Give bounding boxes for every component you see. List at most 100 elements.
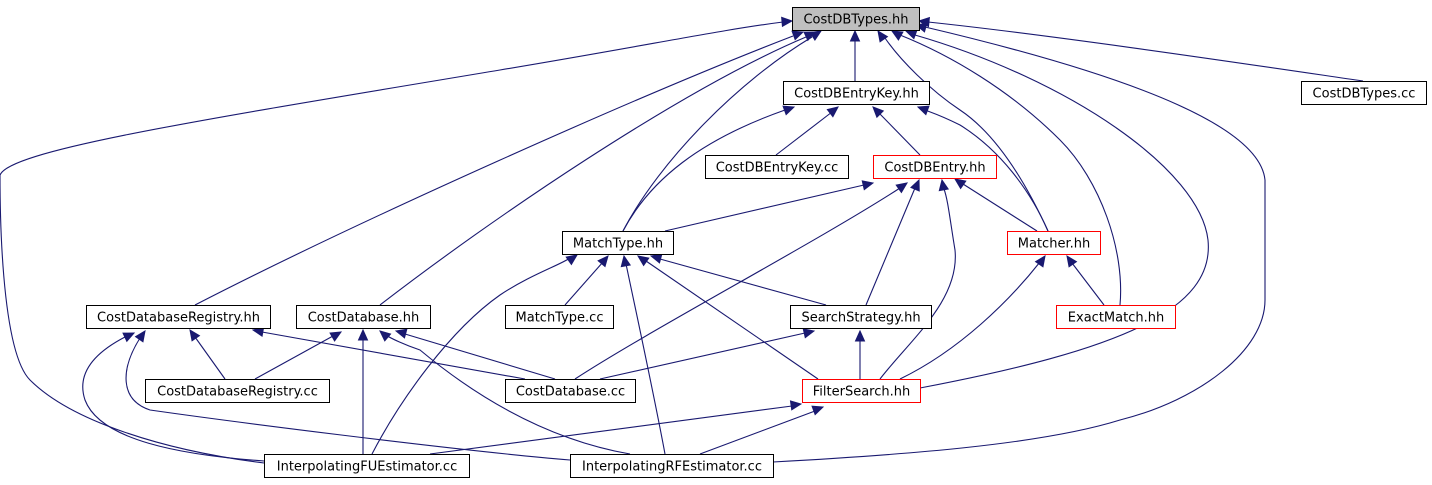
edge-interpolatingfuestimator_cc-to-costdbtypes_hh: [0, 16, 794, 464]
edge-arrowhead: [394, 328, 408, 339]
node-costdbtypes-hh[interactable]: CostDBTypes.hh: [792, 7, 920, 31]
edge-line: [914, 34, 1209, 389]
edge-line: [699, 410, 816, 455]
node-label: CostDBTypes.hh: [803, 13, 908, 28]
node-filtersearch-hh[interactable]: FilterSearch.hh: [802, 379, 921, 403]
node-label: CostDBEntry.hh: [884, 161, 985, 176]
edge-filtersearch_hh-to-matcher_hh: [899, 255, 1046, 380]
edge-interpolatingfuestimator_cc-to-costdatabase_hh: [357, 328, 369, 454]
edge-line: [574, 187, 901, 380]
edge-line: [899, 34, 1122, 306]
edge-filtersearch_hh-to-matchtype_hh: [637, 255, 819, 380]
node-box: [145, 379, 330, 403]
edge-arrowhead: [854, 329, 866, 342]
edge-filtersearch_hh-to-searchstrategy_hh: [854, 329, 866, 379]
edge-arrowhead: [895, 182, 908, 194]
edge-line: [962, 183, 1038, 232]
node-box: [86, 305, 271, 329]
node-label: CostDBTypes.cc: [1313, 87, 1416, 102]
edge-interpolatingrfestimator_cc-to-costdatabase_hh: [379, 330, 631, 455]
edge-arrowhead: [954, 178, 967, 190]
node-label: InterpolatingRFEstimator.cc: [582, 460, 762, 475]
node-box: [705, 155, 849, 179]
edge-line: [254, 335, 334, 380]
edge-arrowhead: [789, 400, 803, 411]
edge-line: [564, 261, 604, 306]
node-interpolatingrfestimator-cc[interactable]: InterpolatingRFEstimator.cc: [570, 454, 774, 478]
node-label: CostDatabase.hh: [308, 311, 420, 326]
edge-line: [371, 257, 571, 455]
edge-exactmatch_hh-to-matcher_hh: [1066, 255, 1105, 306]
edge-line: [659, 258, 827, 306]
edge-arrowhead: [189, 329, 201, 342]
edges-layer: [0, 16, 1364, 464]
edge-line: [645, 260, 819, 380]
node-interpolatingfuestimator-cc[interactable]: InterpolatingFUEstimator.cc: [264, 454, 470, 478]
node-box: [1007, 231, 1101, 255]
edge-arrowhead: [122, 332, 136, 343]
node-box: [802, 379, 921, 403]
node-searchstrategy-hh[interactable]: SearchStrategy.hh: [790, 305, 932, 329]
edge-line: [865, 187, 916, 306]
node-costdbtypes-cc[interactable]: CostDBTypes.cc: [1301, 81, 1427, 105]
edge-arrowhead: [890, 30, 904, 41]
edge-line: [622, 109, 786, 232]
edge-matchtype_cc-to-matchtype_hh: [564, 255, 609, 306]
edge-costdatabase_cc-to-costdatabase_hh: [394, 328, 556, 380]
node-matcher-hh[interactable]: Matcher.hh: [1007, 231, 1101, 255]
edge-matcher_hh-to-costdbtypes_hh: [877, 30, 1049, 232]
edge-matchtype_hh-to-costdbentry_hh: [664, 180, 875, 232]
edge-filtersearch_hh-to-costdbentry_hh: [879, 178, 956, 380]
edge-line: [625, 263, 666, 455]
edge-arrowhead: [872, 106, 885, 119]
node-costdatabase-hh[interactable]: CostDatabase.hh: [296, 305, 431, 329]
edge-matcher_hh-to-costdbentrykey_hh: [916, 105, 1049, 232]
node-costdbentrykey-hh[interactable]: CostDBEntryKey.hh: [783, 81, 930, 105]
edge-line: [775, 111, 833, 156]
edge-costdbentry_hh-to-costdbentrykey_hh: [872, 106, 921, 156]
edge-arrowhead: [379, 330, 392, 342]
node-matchtype-cc[interactable]: MatchType.cc: [505, 305, 614, 329]
edge-arrowhead: [910, 178, 920, 192]
edge-interpolatingrfestimator_cc-to-costdatabaseregistry_hh: [125, 330, 571, 461]
edge-arrowhead: [877, 30, 889, 43]
edge-arrowhead: [938, 178, 950, 192]
edge-arrowhead: [649, 253, 663, 264]
node-label: FilterSearch.hh: [813, 385, 910, 400]
node-box: [570, 454, 774, 478]
edge-matcher_hh-to-costdbentry_hh: [954, 178, 1038, 232]
edge-line: [82, 336, 265, 462]
node-label: Matcher.hh: [1018, 237, 1090, 252]
edge-arrowhead: [811, 405, 825, 416]
node-costdbentrykey-cc[interactable]: CostDBEntryKey.cc: [705, 155, 849, 179]
edge-costdbentrykey_cc-to-costdbentrykey_hh: [775, 106, 839, 156]
node-label: InterpolatingFUEstimator.cc: [277, 460, 457, 475]
edge-line: [1071, 262, 1105, 306]
edge-costdatabaseregistry_cc-to-costdatabaseregistry_hh: [189, 329, 226, 380]
node-costdatabaseregistry-cc[interactable]: CostDatabaseRegistry.cc: [145, 379, 330, 403]
edge-costdbentrykey_hh-to-costdbtypes_hh: [849, 29, 861, 81]
edge-arrowhead: [826, 106, 839, 118]
node-costdbentry-hh[interactable]: CostDBEntry.hh: [873, 155, 997, 179]
edge-arrowhead: [357, 328, 369, 341]
edge-line: [622, 36, 813, 232]
edge-costdatabase_cc-to-costdbentry_hh: [574, 182, 908, 380]
edge-matchtype_hh-to-costdbentrykey_hh: [622, 105, 796, 232]
edge-filtersearch_hh-to-costdbtypes_hh: [904, 29, 1209, 389]
edge-costdatabase_hh-to-costdbtypes_hh: [379, 31, 817, 306]
node-box: [873, 155, 997, 179]
node-box: [790, 305, 932, 329]
node-label: CostDatabaseRegistry.hh: [97, 311, 260, 326]
node-matchtype-hh[interactable]: MatchType.hh: [562, 231, 674, 255]
node-label: CostDBEntryKey.cc: [716, 161, 839, 176]
node-box: [792, 7, 920, 31]
edge-line: [379, 36, 807, 306]
node-costdatabaseregistry-hh[interactable]: CostDatabaseRegistry.hh: [86, 305, 271, 329]
edge-costdatabase_cc-to-searchstrategy_hh: [599, 328, 816, 380]
edge-arrowhead: [916, 105, 930, 116]
node-exactmatch-hh[interactable]: ExactMatch.hh: [1056, 305, 1176, 329]
node-box: [505, 305, 614, 329]
edge-costdatabaseregistry_hh-to-costdbtypes_hh: [194, 30, 805, 306]
node-costdatabase-cc[interactable]: CostDatabase.cc: [505, 379, 636, 403]
